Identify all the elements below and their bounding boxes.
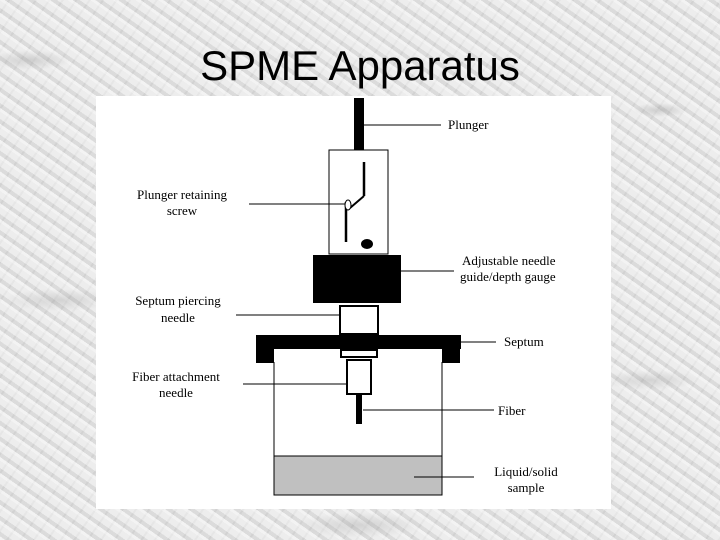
plunger-rod: [354, 98, 364, 150]
adjustable-needle-guide: [313, 255, 401, 303]
septum-bar: [256, 335, 461, 349]
label-needle-guide-line1: Adjustable needle: [462, 253, 556, 268]
label-sample-line1: Liquid/solid: [494, 464, 558, 479]
septum-connector: [340, 349, 378, 358]
barrel-slot-diagonal: [349, 195, 365, 209]
barrel-dot: [361, 239, 373, 249]
spme-apparatus-diagram: Plunger Plunger retaining screw Adjustab…: [132, 98, 558, 496]
slide-title: SPME Apparatus: [200, 42, 520, 89]
label-septum-piercing-line1: Septum piercing: [135, 293, 221, 308]
liquid-solid-sample: [273, 455, 443, 496]
label-retaining-screw-line2: screw: [167, 203, 198, 218]
septum-piercing-needle: [339, 305, 379, 335]
label-plunger: Plunger: [448, 117, 489, 132]
plunger-retaining-screw: [344, 199, 352, 211]
label-fiber-attachment-line1: Fiber attachment: [132, 369, 220, 384]
septum-left-cap: [256, 349, 274, 363]
diagram-panel: Plunger Plunger retaining screw Adjustab…: [96, 96, 611, 509]
fiber-attachment-needle: [346, 359, 372, 395]
label-fiber: Fiber: [498, 403, 526, 418]
fiber: [356, 394, 362, 424]
septum-right-cap: [442, 349, 460, 363]
label-retaining-screw-line1: Plunger retaining: [137, 187, 227, 202]
label-septum: Septum: [504, 334, 544, 349]
label-needle-guide-line2: guide/depth gauge: [460, 269, 556, 284]
label-septum-piercing-line2: needle: [161, 310, 195, 325]
label-fiber-attachment-line2: needle: [159, 385, 193, 400]
label-sample-line2: sample: [508, 480, 545, 495]
